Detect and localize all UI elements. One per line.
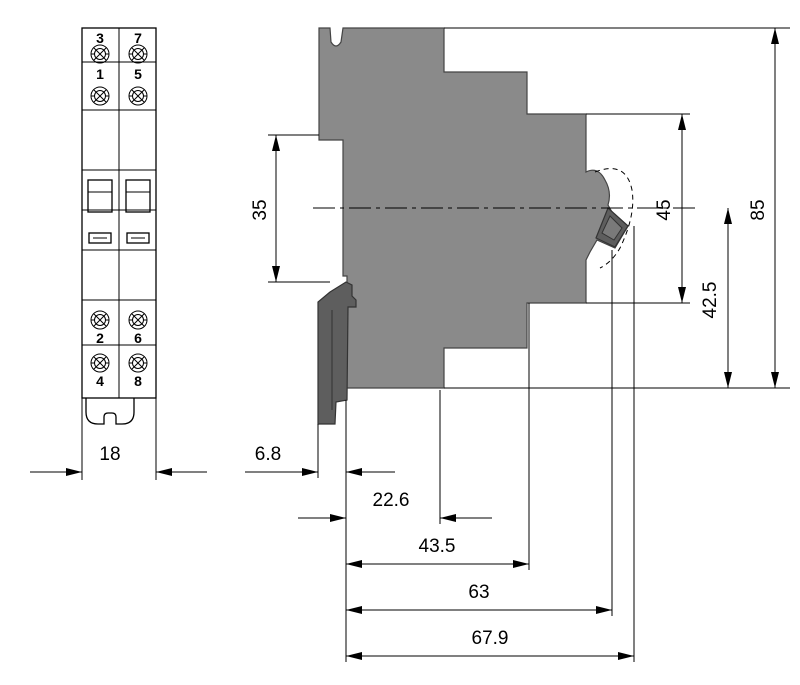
- status-window-left: [88, 232, 112, 244]
- terminal-screw-icon: [128, 310, 148, 330]
- total-height-dimension-label: 85: [748, 199, 769, 220]
- terminal-screw-icon: [128, 353, 148, 373]
- depth-dimension-label: 67.9: [472, 628, 509, 649]
- lever-travel-arc: [594, 168, 634, 269]
- terminal-screw-icon: [128, 86, 148, 106]
- toggle-lever-right: [125, 179, 151, 213]
- depth-dimension-label: 22.6: [373, 490, 410, 511]
- terminal-label: 2: [96, 330, 104, 346]
- terminal-label: 5: [134, 66, 142, 82]
- terminal-label: 3: [96, 30, 104, 46]
- din-clip-front: [85, 398, 135, 425]
- terminal-screw-icon: [90, 44, 110, 64]
- terminal-screw-icon: [128, 44, 148, 64]
- terminal-label: 6: [134, 330, 142, 346]
- terminal-label: 8: [134, 373, 142, 389]
- rail-height-dimension-label: 35: [250, 199, 271, 220]
- depth-dimension-label: 63: [468, 582, 489, 603]
- terminal-label: 1: [96, 66, 104, 82]
- terminal-label: 4: [96, 373, 104, 389]
- status-window-right: [126, 232, 150, 244]
- width-dimension-label: 18: [99, 444, 120, 465]
- depth-dimension-label: 43.5: [419, 536, 456, 557]
- front-view: 3 7 1 5 2 6 4 8 18: [30, 27, 207, 480]
- rail-offset-dimension-label: 6.8: [255, 444, 281, 465]
- center-to-base-dimension-label: 42.5: [700, 282, 721, 319]
- front-height-dimension-label: 45: [654, 199, 675, 220]
- terminal-label: 7: [134, 30, 142, 46]
- toggle-lever-left: [87, 179, 113, 213]
- terminal-screw-icon: [90, 353, 110, 373]
- side-view: 35 45 42.5 85 6.8: [245, 27, 790, 662]
- terminal-screw-icon: [90, 86, 110, 106]
- terminal-screw-icon: [90, 310, 110, 330]
